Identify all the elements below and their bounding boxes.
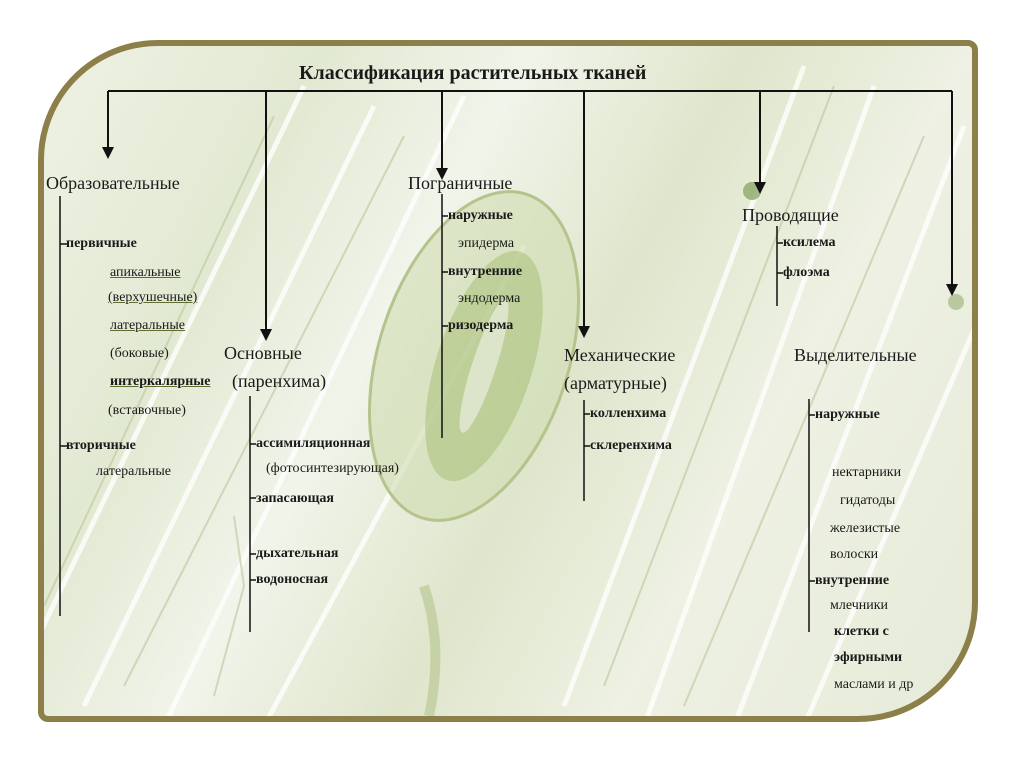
mechanical-collenchyma: колленхима xyxy=(590,406,667,421)
border-heading: Пограничные xyxy=(408,173,513,193)
meristem-primary: первичные xyxy=(66,236,137,251)
ground-aerenchyma: дыхательная xyxy=(256,546,339,561)
secretory-outer: наружные xyxy=(815,407,880,422)
plant-cell-background xyxy=(44,65,972,716)
ground-assimilation: ассимиляционная xyxy=(256,436,371,451)
secretory-oils: маслами и др xyxy=(834,677,914,692)
ground-heading: Основные xyxy=(224,343,302,363)
conducting-heading: Проводящие xyxy=(742,205,839,225)
connector-lines xyxy=(59,90,958,632)
mechanical-sclerenchyma: склеренхима xyxy=(590,438,672,453)
secretory-cells-with: клетки с xyxy=(834,624,889,639)
ground-water: водоносная xyxy=(256,572,329,587)
secretory-glandular: железистые xyxy=(830,521,901,536)
meristem-lateral: латеральные xyxy=(110,318,185,333)
meristem-heading: Образовательные xyxy=(46,173,180,193)
meristem-lateral-note: (боковые) xyxy=(110,346,169,361)
meristem-apical: апикальные xyxy=(110,265,181,280)
secretory-hairs: волоски xyxy=(830,547,879,562)
ground-assimilation-note: (фотосинтезирующая) xyxy=(266,461,399,476)
secretory-inner: внутренние xyxy=(815,573,890,588)
conducting-xylem: ксилема xyxy=(783,235,836,250)
mechanical-heading-note: (арматурные) xyxy=(564,373,667,393)
secretory-hydathodes: гидатоды xyxy=(840,493,896,508)
mechanical-heading: Механические xyxy=(564,345,676,365)
diagram-frame: Классификация растительных тканей Образо… xyxy=(38,40,978,722)
secretory-nectaries: нектарники xyxy=(832,465,902,480)
ground-heading-note: (паренхима) xyxy=(232,371,327,391)
border-outer: наружные xyxy=(448,208,513,223)
meristem-secondary-lateral: латеральные xyxy=(96,464,171,479)
conducting-phloem: флоэма xyxy=(783,265,830,280)
secretory-heading: Выделительные xyxy=(794,345,917,365)
secretory-laticifers: млечники xyxy=(830,598,889,613)
meristem-intercalary: интеркалярные xyxy=(110,374,211,389)
border-endodermis: эндодерма xyxy=(458,291,521,306)
meristem-intercalary-note: (вставочные) xyxy=(108,403,186,418)
meristem-secondary: вторичные xyxy=(66,438,136,453)
border-epidermis: эпидерма xyxy=(458,236,515,251)
border-inner: внутренние xyxy=(448,264,523,279)
border-rhizodermis: ризодерма xyxy=(448,318,514,333)
diagram-title: Классификация растительных тканей xyxy=(299,62,647,84)
ground-storage: запасающая xyxy=(256,491,334,506)
meristem-apical-note: (верхушечные) xyxy=(108,290,198,305)
secretory-essential: эфирными xyxy=(834,650,903,665)
